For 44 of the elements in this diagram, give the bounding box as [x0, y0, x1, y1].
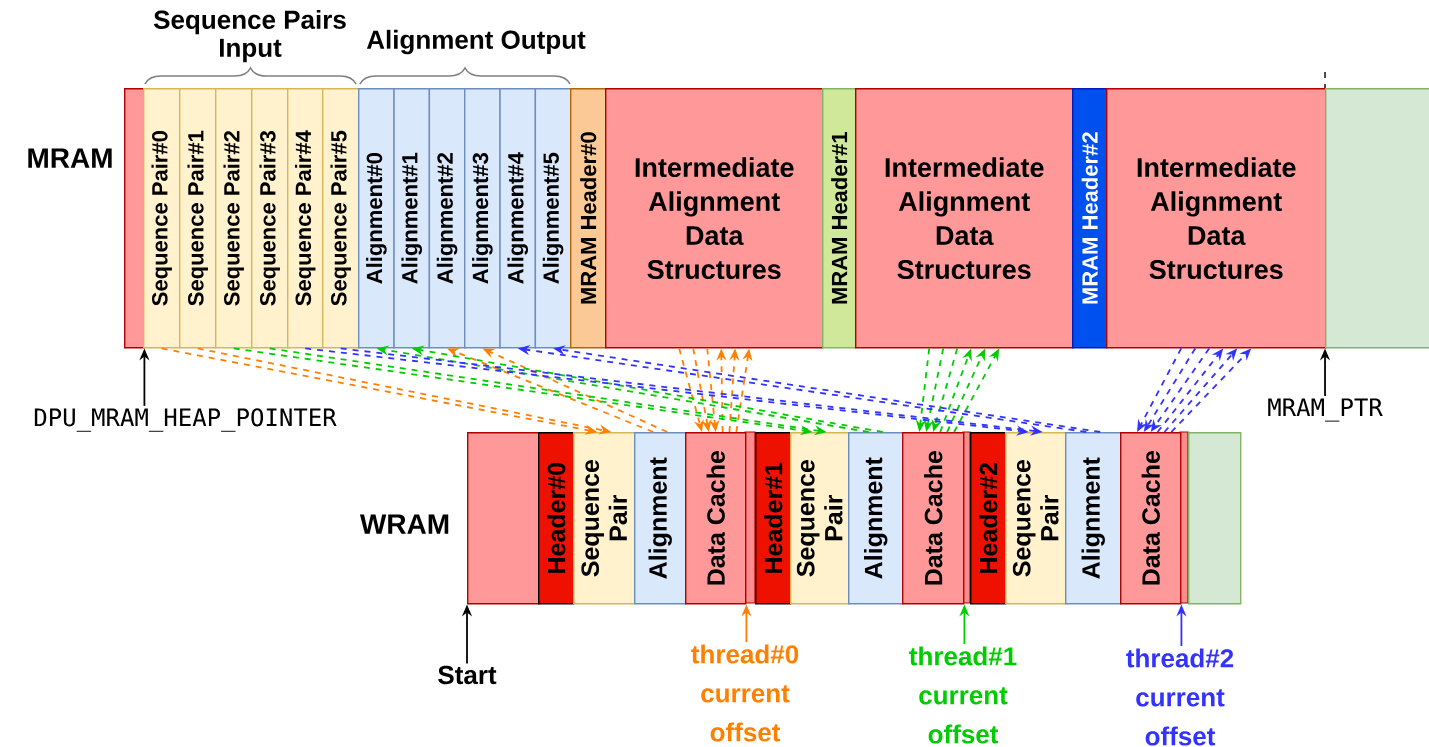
- memory-block: Data Cache: [902, 432, 965, 605]
- memory-block: Intermediate Alignment Data Structures: [1106, 88, 1327, 349]
- memory-block: Sequence Pair#5: [322, 88, 360, 349]
- memory-block: Sequence Pair: [790, 432, 850, 605]
- empty-block: [124, 88, 145, 349]
- empty-block: [1325, 88, 1429, 349]
- memory-block: MRAM Header#1: [822, 88, 857, 349]
- empty-block: [467, 432, 540, 605]
- memory-block: Sequence Pair#3: [251, 88, 289, 349]
- empty-block: [1188, 432, 1242, 605]
- memory-label: WRAM: [359, 514, 449, 534]
- memory-block: Sequence Pair: [573, 432, 636, 605]
- memory-block: Alignment: [848, 432, 904, 605]
- memory-block: Sequence Pair#2: [215, 88, 253, 349]
- memory-block: Intermediate Alignment Data Structures: [855, 88, 1074, 349]
- memory-block: Alignment#4: [499, 88, 537, 349]
- memory-block: Alignment#5: [534, 88, 572, 349]
- memory-block: MRAM Header#0: [570, 88, 607, 349]
- memory-block: Header#1: [755, 432, 792, 605]
- pointer-label: MRAM_PTR: [1268, 398, 1383, 422]
- pointer-label: DPU_MRAM_HEAP_POINTER: [34, 408, 337, 432]
- memory-block: Alignment#1: [393, 88, 431, 349]
- memory-block: Header#2: [970, 432, 1007, 605]
- offset-label: thread#1 current offset: [909, 646, 1017, 744]
- memory-block: MRAM Header#2: [1072, 88, 1108, 349]
- memory-block: Data Cache: [685, 432, 747, 605]
- offset-label: thread#2 current offset: [1126, 648, 1234, 746]
- pointer-label: Start: [438, 665, 497, 685]
- memory-block: Alignment#2: [428, 88, 466, 349]
- memory-label: Alignment Output: [366, 29, 586, 55]
- memory-block: Intermediate Alignment Data Structures: [605, 88, 824, 349]
- memory-block: Sequence Pair#0: [143, 88, 181, 349]
- memory-block: Data Cache: [1120, 432, 1182, 605]
- offset-label: thread#0 current offset: [691, 644, 799, 742]
- memory-label: MRAM: [28, 148, 112, 168]
- memory-block: Alignment#0: [358, 88, 395, 349]
- memory-block: Sequence Pair#1: [179, 88, 217, 349]
- memory-block: Alignment: [634, 432, 687, 605]
- memory-block: Alignment#3: [464, 88, 501, 349]
- memory-block: Header#0: [538, 432, 575, 605]
- memory-label: Sequence Pairs Input: [153, 9, 346, 63]
- memory-block: Alignment: [1065, 432, 1122, 605]
- memory-block: Sequence Pair: [1005, 432, 1067, 605]
- memory-block: Sequence Pair#4: [287, 88, 324, 349]
